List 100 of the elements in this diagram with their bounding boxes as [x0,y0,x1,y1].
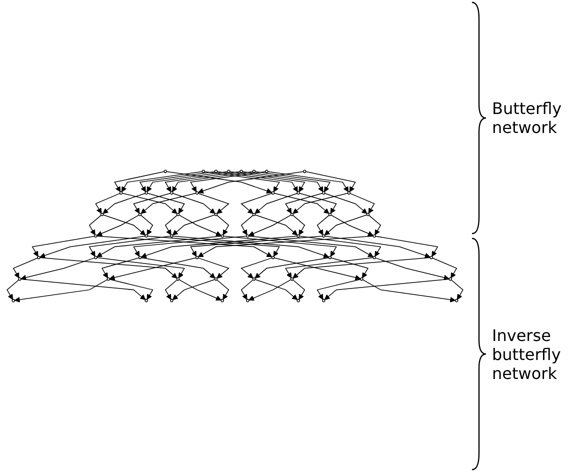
node-circle [296,191,300,195]
node-circle [176,212,180,216]
node-circle [18,277,22,281]
node-circle [170,234,174,238]
arrow [14,279,108,302]
arrow [101,258,140,278]
arrow [316,214,330,236]
node-circle [322,191,326,195]
arrow [216,171,298,192]
brace-label: Butterfly network [492,99,563,137]
node-circle [360,277,364,281]
node-circle [303,170,306,174]
arrow [178,214,222,236]
node-circle [372,234,376,238]
arrow [324,278,450,300]
arrow [240,192,272,214]
node-circle [220,298,224,302]
arrow [324,192,368,214]
arrow [285,192,323,214]
arrow [330,214,374,236]
node-circle [430,256,433,260]
arrow [114,171,164,192]
arrow [88,236,171,257]
node-circle [328,256,332,260]
arrow [140,236,298,258]
node-circle [164,170,167,174]
arrow [292,280,306,300]
arrow [172,279,216,300]
node-circle [246,298,250,302]
arrow [178,279,222,301]
arrow [274,192,330,214]
node-circle [290,212,294,216]
arrow [242,171,324,192]
node-circle [170,191,174,195]
arrow [299,192,337,214]
node-circle [246,234,250,238]
node-circle [195,256,199,260]
arrow [40,236,146,258]
node-circle [290,277,294,281]
node-circle [100,212,104,216]
arrow [166,171,272,194]
arrow [240,214,254,236]
arrow [204,171,280,192]
arrow [164,171,240,192]
arrow [190,236,323,257]
arrow [268,171,349,192]
arrow [368,214,382,236]
arrow [450,280,464,300]
arrow [122,192,178,214]
arrow [20,258,95,280]
arrow [216,280,230,300]
arrow [32,236,95,257]
node-circle [252,277,256,281]
arrow [20,278,146,300]
arrow [198,171,304,194]
arrow [172,192,216,214]
arrow [102,214,146,236]
arrow [102,192,146,214]
node-circle [372,256,376,260]
arrow [133,192,171,214]
arrow [96,214,140,236]
arrow [248,279,292,301]
arrow [324,236,430,258]
arrow [216,214,230,236]
arrow [88,214,102,236]
arrow [133,236,247,257]
node-circle [195,191,199,195]
arrow [109,257,196,280]
brace-label: Inverse butterfly network [492,326,562,382]
arrow [330,258,369,278]
arrow [306,171,356,192]
arrow [316,278,361,300]
node-circle [170,298,174,302]
arrow [248,236,374,258]
arrow [96,236,222,258]
arrow [147,192,185,214]
node-circle [144,234,148,238]
arrow [292,192,348,214]
arrow [140,192,196,214]
arrow [96,236,272,258]
arrow [362,279,456,302]
arrow [254,214,298,236]
node-circle [296,234,300,238]
arrow [109,278,154,300]
arrow [223,236,337,257]
arrow [254,192,298,214]
node-circle [220,234,224,238]
arrow [172,171,254,192]
node-circle [138,212,142,216]
node-circle [296,298,300,302]
arrow [285,257,374,278]
node-circle [214,277,218,281]
node-circle [119,191,123,195]
node-circle [12,298,16,302]
node-circle [227,170,230,174]
arrow [248,214,292,236]
node-circle [94,256,98,260]
arrow [95,193,120,214]
node-circle [366,212,370,216]
arrow [164,214,178,236]
